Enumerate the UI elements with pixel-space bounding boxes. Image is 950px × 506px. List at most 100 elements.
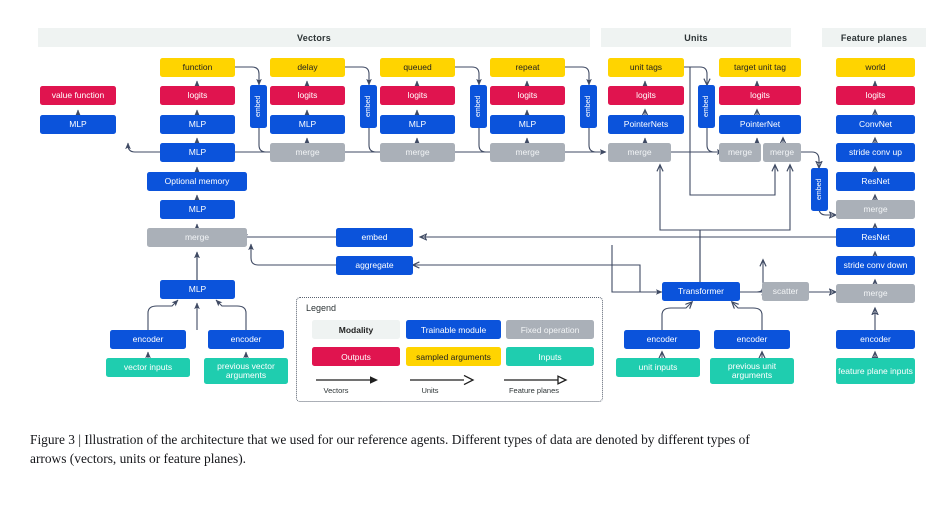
node-label: MLP bbox=[408, 119, 427, 130]
node-embed-unit-tags: embed bbox=[698, 85, 715, 128]
node-label: merge bbox=[405, 147, 430, 158]
legend-chip-label: Trainable module bbox=[420, 324, 487, 335]
node-feature-plane-encoder: encoder bbox=[836, 330, 915, 349]
node-label: aggregate bbox=[355, 260, 394, 271]
legend-chip-trainable-module: Trainable module bbox=[406, 320, 501, 339]
node-label: logits bbox=[517, 90, 538, 101]
node-unit-tags-merge: merge bbox=[608, 143, 671, 162]
node-stride-conv-up: stride conv up bbox=[836, 143, 915, 162]
node-label: merge bbox=[627, 147, 652, 158]
node-embed-queued: embed bbox=[470, 85, 487, 128]
node-label: delay bbox=[297, 62, 318, 73]
node-function-mlp: MLP bbox=[160, 115, 235, 134]
legend-chip-label: Inputs bbox=[538, 351, 562, 362]
node-target-logits: logits bbox=[719, 86, 801, 105]
node-label: MLP bbox=[69, 119, 87, 130]
node-label: PointerNet bbox=[739, 119, 781, 130]
legend-chip-label: Outputs bbox=[341, 351, 371, 362]
node-label: merge bbox=[184, 232, 210, 243]
node-label: merge bbox=[863, 288, 888, 299]
node-label: merge bbox=[769, 147, 795, 158]
node-previous-vector-arguments: previous vector arguments bbox=[204, 358, 288, 384]
node-label: embed bbox=[815, 178, 823, 201]
node-unit-encoder: encoder bbox=[624, 330, 700, 349]
node-label: logits bbox=[865, 90, 886, 101]
node-feature-plane-merge-down: merge bbox=[836, 284, 915, 303]
node-scatter: scatter bbox=[762, 282, 809, 301]
node-label: unit tags bbox=[629, 62, 663, 73]
node-label: ResNet bbox=[861, 176, 890, 187]
node-label: logits bbox=[297, 90, 318, 101]
node-embed-spatial: embed bbox=[811, 168, 828, 211]
node-label: queued bbox=[403, 62, 432, 73]
node-label: feature plane inputs bbox=[838, 365, 913, 376]
node-resnet-down: ResNet bbox=[836, 228, 915, 247]
node-label: logits bbox=[750, 90, 770, 101]
node-bottom-mlp: MLP bbox=[160, 280, 235, 299]
node-repeat-mlp: MLP bbox=[490, 115, 565, 134]
node-target-unit-tag-argument: target unit tag bbox=[719, 58, 801, 77]
node-label: repeat bbox=[515, 62, 540, 73]
node-function-logits: logits bbox=[160, 86, 235, 105]
legend-title: Legend bbox=[306, 303, 337, 313]
node-world-logits: logits bbox=[836, 86, 915, 105]
node-label: Transformer bbox=[678, 286, 724, 297]
node-label: value function bbox=[51, 90, 105, 101]
node-previous-unit-encoder: encoder bbox=[714, 330, 790, 349]
node-label: embed bbox=[584, 95, 592, 118]
legend-chip-fixed-operation: Fixed operation bbox=[506, 320, 594, 339]
legend-chip-label: Fixed operation bbox=[520, 324, 580, 335]
band-feature-planes-label: Feature planes bbox=[840, 32, 908, 43]
node-label: MLP bbox=[188, 119, 207, 130]
node-pointernets: PointerNets bbox=[608, 115, 684, 134]
node-previous-vector-encoder: encoder bbox=[208, 330, 284, 349]
node-convnet: ConvNet bbox=[836, 115, 915, 134]
legend-label-vectors: Vectors bbox=[323, 386, 349, 395]
node-label: encoder bbox=[646, 334, 678, 345]
legend-chip-inputs: Inputs bbox=[506, 347, 594, 366]
node-previous-unit-arguments: previous unit arguments bbox=[710, 358, 794, 384]
legend-chip-modality: Modality bbox=[312, 320, 400, 339]
node-unit-tags-logits: logits bbox=[608, 86, 684, 105]
band-feature-planes: Feature planes bbox=[822, 28, 926, 47]
band-units: Units bbox=[601, 28, 791, 47]
node-queued-merge: merge bbox=[380, 143, 455, 162]
node-repeat-logits: logits bbox=[490, 86, 565, 105]
node-label: function bbox=[182, 62, 213, 73]
node-label: merge bbox=[515, 147, 540, 158]
node-unit-tags-argument: unit tags bbox=[608, 58, 684, 77]
node-label: MLP bbox=[188, 284, 207, 295]
node-embed: embed bbox=[336, 228, 413, 247]
node-feature-plane-inputs: feature plane inputs bbox=[836, 358, 915, 384]
node-label: previous unit arguments bbox=[727, 361, 777, 380]
node-embed-function: embed bbox=[250, 85, 267, 128]
node-label: target unit tag bbox=[734, 62, 786, 73]
node-pre-core-mlp: MLP bbox=[160, 200, 235, 219]
node-label: embed bbox=[474, 95, 482, 118]
node-vector-merge: merge bbox=[147, 228, 247, 247]
node-label: MLP bbox=[188, 204, 207, 215]
node-label: embed bbox=[364, 95, 372, 118]
node-label: PointerNets bbox=[623, 119, 669, 130]
node-feature-plane-merge-up: merge bbox=[836, 200, 915, 219]
node-label: stride conv up bbox=[849, 147, 902, 158]
node-label: MLP bbox=[518, 119, 537, 130]
node-queued-argument: queued bbox=[380, 58, 455, 77]
node-label: encoder bbox=[860, 334, 891, 345]
node-repeat-argument: repeat bbox=[490, 58, 565, 77]
node-label: world bbox=[865, 62, 886, 73]
node-core-mlp: MLP bbox=[160, 143, 235, 162]
node-mlp-value: MLP bbox=[40, 115, 116, 134]
node-transformer: Transformer bbox=[662, 282, 740, 301]
node-vector-encoder: encoder bbox=[110, 330, 186, 349]
node-delay-mlp: MLP bbox=[270, 115, 345, 134]
node-label: logits bbox=[636, 90, 656, 101]
legend-chip-outputs: Outputs bbox=[312, 347, 400, 366]
legend-label-units: Units bbox=[421, 386, 439, 395]
node-embed-delay: embed bbox=[360, 85, 377, 128]
node-target-merge-b: merge bbox=[763, 143, 801, 162]
node-embed-repeat: embed bbox=[580, 85, 597, 128]
node-delay-merge: merge bbox=[270, 143, 345, 162]
node-label: merge bbox=[727, 147, 753, 158]
node-queued-logits: logits bbox=[380, 86, 455, 105]
